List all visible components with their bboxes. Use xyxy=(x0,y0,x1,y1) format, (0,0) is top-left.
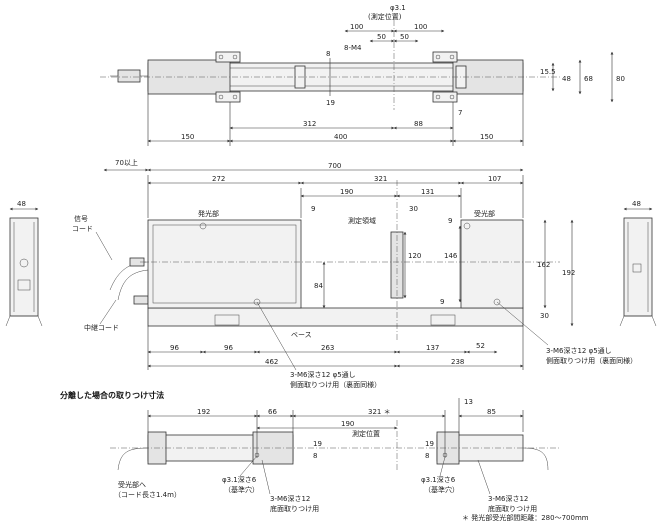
sep-to-receiver-a: 受光部へ xyxy=(118,480,146,489)
dim-190: 190 xyxy=(340,188,353,196)
dim-68: 68 xyxy=(584,75,593,83)
dim-52: 52 xyxy=(476,342,485,350)
dim-19: 19 xyxy=(326,99,335,107)
dim-84: 84 xyxy=(314,282,323,290)
dim-137: 137 xyxy=(426,344,439,352)
dim-left-48: 48 xyxy=(17,200,26,208)
dim-80: 80 xyxy=(616,75,625,83)
dim-9-low: 9 xyxy=(440,298,444,306)
dim-15-5: 15.5 xyxy=(540,68,556,76)
sep-phi-a: φ3.1深さ6 xyxy=(222,475,257,484)
sep-m6-a2: 底面取りつけ用 xyxy=(270,504,319,513)
dim-8-m4: 8-M4 xyxy=(344,44,362,52)
sep-ref-hole-b: （基準穴） xyxy=(424,485,459,494)
top-bracket xyxy=(432,91,458,103)
sep-ref-hole-a: （基準穴） xyxy=(224,485,259,494)
dim-120: 120 xyxy=(408,252,421,260)
signal-cord-label-b: コード xyxy=(72,225,93,233)
dim-measure-pos: (測定位置) xyxy=(368,12,402,21)
top-bracket xyxy=(432,51,458,63)
label-base: ベース xyxy=(291,331,312,339)
right-side-body xyxy=(623,217,653,317)
dim-700: 700 xyxy=(328,162,341,170)
label-receiver: 受光部 xyxy=(474,209,495,218)
dim-50-right: 50 xyxy=(400,33,409,41)
separated-title: 分離した場合の取りつけ寸法 xyxy=(60,390,164,400)
dim-9-top: 9 xyxy=(311,205,315,213)
sep-dim-19-right: 19 xyxy=(425,440,434,448)
sep-measure-pos: 測定位置 xyxy=(352,429,380,438)
signal-cord-label-a: 信号 xyxy=(74,214,88,223)
separated-mounting: 分離した場合の取りつけ寸法 192 66 321 ＊ 13 85 190 19 … xyxy=(60,390,589,522)
sep-dim-190: 190 xyxy=(341,420,354,428)
dim-100-left: 100 xyxy=(350,23,363,31)
dim-48: 48 xyxy=(562,75,571,83)
relay-cord-label: 中継コード xyxy=(84,323,119,332)
dim-96-b: 96 xyxy=(224,344,233,352)
dim-162: 162 xyxy=(537,261,550,269)
top-bracket xyxy=(215,51,241,63)
dim-272: 272 xyxy=(212,175,225,183)
sep-dim-321: 321 ＊ xyxy=(368,408,391,416)
sep-to-receiver-b: （コード長さ1.4m） xyxy=(114,491,181,499)
label-emitter: 発光部 xyxy=(198,209,219,218)
sep-dim-85: 85 xyxy=(487,408,496,416)
dim-8: 8 xyxy=(326,50,330,58)
dim-50-left: 50 xyxy=(377,33,386,41)
sep-m6-b1: 3-M6深さ12 xyxy=(488,494,528,503)
right-side-view: 48 xyxy=(619,200,657,327)
left-side-view: 48 信号 コード 中継コード xyxy=(5,200,119,332)
dim-150-right: 150 xyxy=(480,133,493,141)
dim-96-a: 96 xyxy=(170,344,179,352)
label-measure-area: 測定領域 xyxy=(348,216,376,225)
sep-m6-b2: 底面取りつけ用 xyxy=(488,504,537,513)
dim-321: 321 xyxy=(374,175,387,183)
note-m6-right-b: 側面取りつけ用（裏面同様） xyxy=(546,356,637,365)
dim-312: 312 xyxy=(303,120,316,128)
sep-dim-19-left: 19 xyxy=(313,440,322,448)
note-m6-left-b: 側面取りつけ用（裏面同様） xyxy=(290,380,381,389)
sep-footnote: ＊ 発光部受光部間距離：280〜700mm xyxy=(462,513,589,522)
sep-dim-8-right: 8 xyxy=(425,452,429,460)
dim-30-top: 30 xyxy=(409,205,418,213)
front-base xyxy=(147,307,524,327)
dim-right-48: 48 xyxy=(632,200,641,208)
dim-9-mid: 9 xyxy=(448,217,452,225)
dim-238: 238 xyxy=(451,358,464,366)
dim-150-left: 150 xyxy=(181,133,194,141)
sep-dim-192: 192 xyxy=(197,408,210,416)
sep-phi-b: φ3.1深さ6 xyxy=(421,475,456,484)
top-connector xyxy=(117,69,141,83)
dim-146: 146 xyxy=(444,252,458,260)
top-bracket xyxy=(215,91,241,103)
front-emitter xyxy=(147,219,302,309)
front-receiver xyxy=(460,219,524,309)
dim-30-low: 30 xyxy=(540,312,549,320)
sep-dim-13: 13 xyxy=(464,398,473,406)
note-m6-right-a: 3-M6深さ12 φ5通し xyxy=(546,346,612,355)
note-m6-left-a: 3-M6深さ12 φ5通し xyxy=(290,370,356,379)
top-view: φ3.1 (測定位置) 100 100 50 50 8-M4 8 19 15.5… xyxy=(100,4,625,146)
front-view: 発光部 受光部 測定領域 ベース 70以上 700 272 321 107 19… xyxy=(103,158,637,389)
sep-m6-a1: 3-M6深さ12 xyxy=(270,494,310,503)
dim-462: 462 xyxy=(265,358,278,366)
dim-192: 192 xyxy=(562,269,575,277)
dim-7: 7 xyxy=(458,109,462,117)
dim-88: 88 xyxy=(414,120,423,128)
dim-400: 400 xyxy=(334,133,347,141)
dim-131: 131 xyxy=(421,188,434,196)
dim-107: 107 xyxy=(488,175,501,183)
sep-dim-66: 66 xyxy=(268,408,277,416)
dim-100-right: 100 xyxy=(414,23,427,31)
dim-phi31: φ3.1 xyxy=(390,4,406,12)
dim-70: 70以上 xyxy=(115,158,138,167)
sep-dim-8-left: 8 xyxy=(313,452,317,460)
dim-263: 263 xyxy=(321,344,334,352)
